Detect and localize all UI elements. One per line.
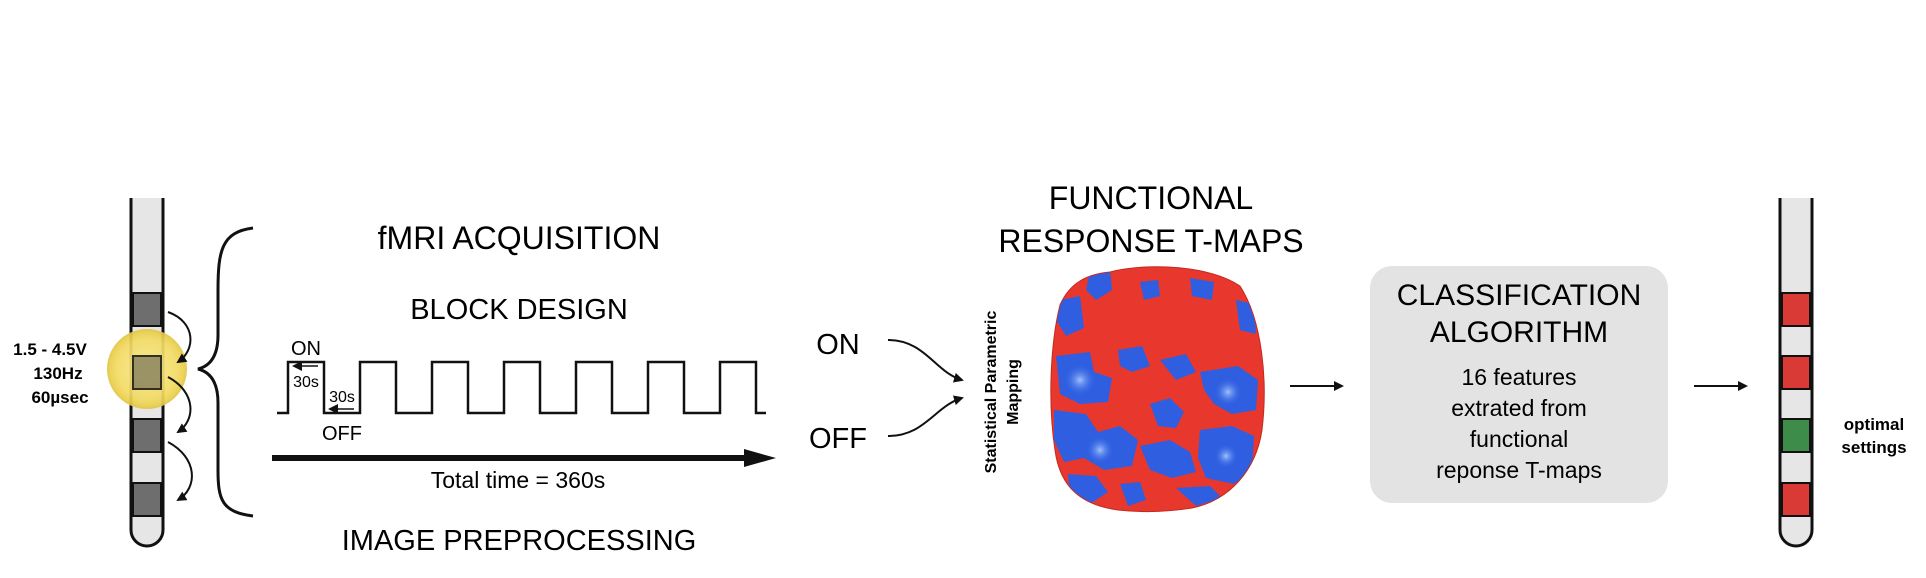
on-merge-arrow — [887, 339, 964, 383]
spm-label-line2: Mapping — [1005, 359, 1022, 425]
param-voltage: 1.5 - 4.5V — [13, 340, 87, 359]
classifier-desc-3: functional — [1470, 426, 1568, 452]
classifier-desc-2: extrated from — [1451, 395, 1587, 421]
param-pulse-width: 60µsec — [31, 388, 88, 407]
output-label-line2: settings — [1841, 438, 1906, 457]
tmap-hotspot-1 — [1064, 364, 1096, 396]
block-design-title: BLOCK DESIGN — [410, 294, 628, 326]
right-contact-2 — [1781, 355, 1811, 390]
contact-cycle-arrow-2 — [167, 376, 192, 434]
condition-off-label: OFF — [809, 423, 867, 455]
classifier-desc-1: 16 features — [1461, 364, 1576, 390]
right-contact-1 — [1781, 292, 1811, 327]
contact-cycle-arrow-1 — [167, 311, 192, 364]
left-contact-1 — [132, 292, 162, 327]
classifier-box — [1370, 266, 1668, 503]
left-electrode — [107, 198, 193, 548]
tmap-negative-clusters — [1054, 268, 1258, 506]
stimulation-params: 1.5 - 4.5V 130Hz 60µsec — [13, 340, 88, 407]
output-label-line1: optimal — [1844, 415, 1904, 434]
total-time-label: Total time = 360s — [431, 467, 606, 493]
off-merge-arrow — [887, 395, 964, 437]
right-contact-3-optimal — [1781, 418, 1811, 453]
contact-cycle-arrow-3 — [167, 441, 193, 502]
left-contact-2-active — [132, 355, 162, 390]
timeline-arrowhead — [744, 449, 776, 467]
tmaps-title-line2: RESPONSE T-MAPS — [998, 223, 1303, 259]
on-duration-label: 30s — [293, 374, 319, 391]
right-electrode — [1778, 198, 1814, 548]
condition-on-label: ON — [816, 329, 860, 361]
preprocessing-title: IMAGE PREPROCESSING — [342, 525, 697, 557]
block-off-label: OFF — [322, 423, 362, 445]
classifier-title-line1: CLASSIFICATION — [1397, 279, 1641, 312]
classifier-desc-4: reponse T-maps — [1436, 457, 1602, 483]
param-frequency: 130Hz — [33, 364, 82, 383]
tmap-hotspot-4 — [1214, 444, 1238, 468]
tmap-hotspot-2 — [1214, 378, 1242, 406]
curly-brace — [197, 226, 254, 518]
block-design-waveform — [277, 360, 766, 415]
spm-label-line1: Statistical Parametric — [983, 311, 1000, 474]
right-contact-4 — [1781, 482, 1811, 517]
classifier-title-line2: ALGORITHM — [1430, 316, 1608, 349]
block-on-label: ON — [291, 338, 321, 360]
left-contact-4 — [132, 482, 162, 517]
off-duration-label: 30s — [329, 389, 355, 406]
acquisition-title: fMRI ACQUISITION — [378, 220, 661, 256]
brain-outline — [1050, 266, 1265, 513]
tmap-hotspot-3 — [1086, 436, 1114, 464]
spm-side-label: Statistical Parametric Mapping — [983, 311, 1022, 474]
brain-tmap — [1050, 266, 1265, 513]
left-contact-3 — [132, 418, 162, 453]
tmaps-title-line1: FUNCTIONAL — [1049, 180, 1253, 216]
